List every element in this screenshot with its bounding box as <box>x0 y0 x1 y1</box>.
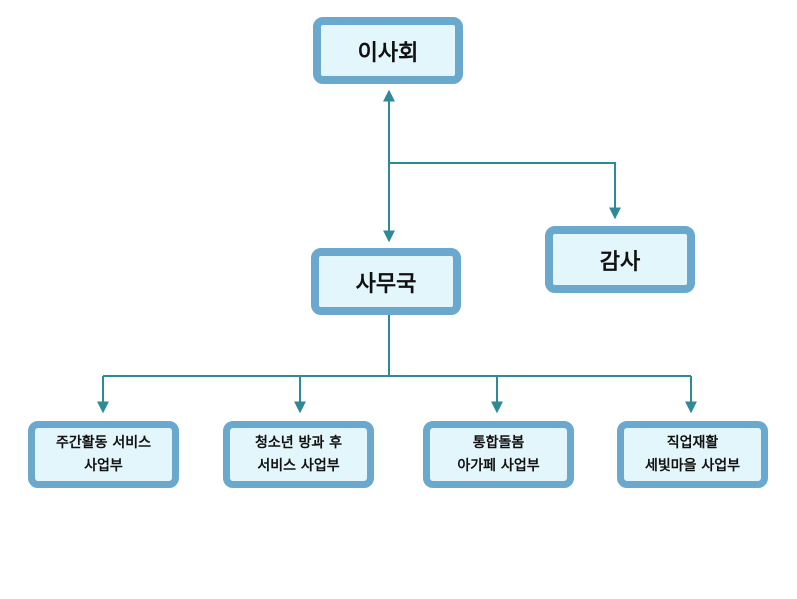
audit-label: 감사 <box>599 249 641 275</box>
dept3-label-line1: 통합돌봄 <box>472 434 525 451</box>
dept-node-vocational-rehab: 직업재활 세빛마을 사업부 <box>617 421 768 488</box>
dept-node-day-activity: 주간활동 서비스 사업부 <box>28 421 179 488</box>
board-label: 이사회 <box>357 40 419 66</box>
audit-connector <box>389 162 621 220</box>
dept2-label-line1: 청소년 방과 후 <box>254 434 343 451</box>
dept-node-integrated-care: 통합돌봄 아가페 사업부 <box>423 421 574 488</box>
secretariat-node: 사무국 <box>311 248 461 315</box>
board-node: 이사회 <box>313 17 463 84</box>
dept1-label-line1: 주간활동 서비스 <box>55 434 152 451</box>
audit-node: 감사 <box>545 226 695 293</box>
dept4-label-line1: 직업재활 <box>666 434 719 451</box>
dept2-label-line2: 서비스 사업부 <box>257 457 340 474</box>
secretariat-label: 사무국 <box>355 271 417 297</box>
dept3-label-line2: 아가페 사업부 <box>457 457 540 474</box>
dept1-label-line2: 사업부 <box>84 457 123 474</box>
dept4-label-line2: 세빛마을 사업부 <box>644 457 741 474</box>
dept-node-youth-afterschool: 청소년 방과 후 서비스 사업부 <box>223 421 374 488</box>
